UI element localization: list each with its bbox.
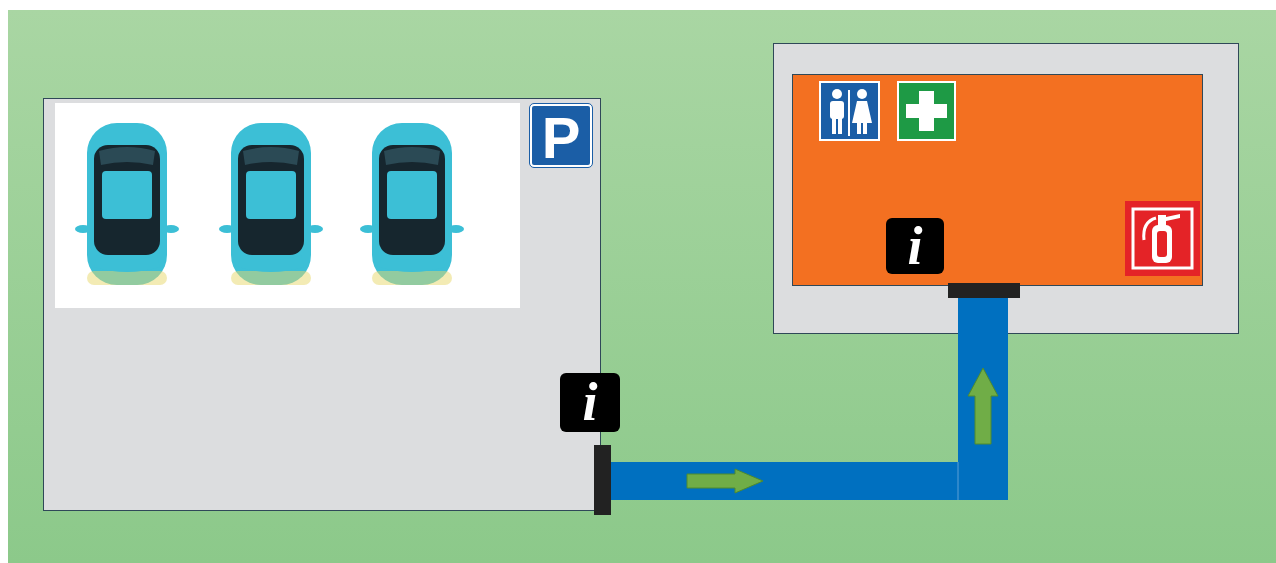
parking-sign: P (530, 104, 592, 167)
walkway (601, 286, 1008, 500)
building: i (792, 74, 1203, 286)
info-sign: i (560, 373, 620, 432)
info-sign: i (886, 218, 944, 274)
parking-lot: P (43, 98, 601, 511)
building-frame (774, 44, 1239, 334)
grass-area (8, 10, 1276, 563)
